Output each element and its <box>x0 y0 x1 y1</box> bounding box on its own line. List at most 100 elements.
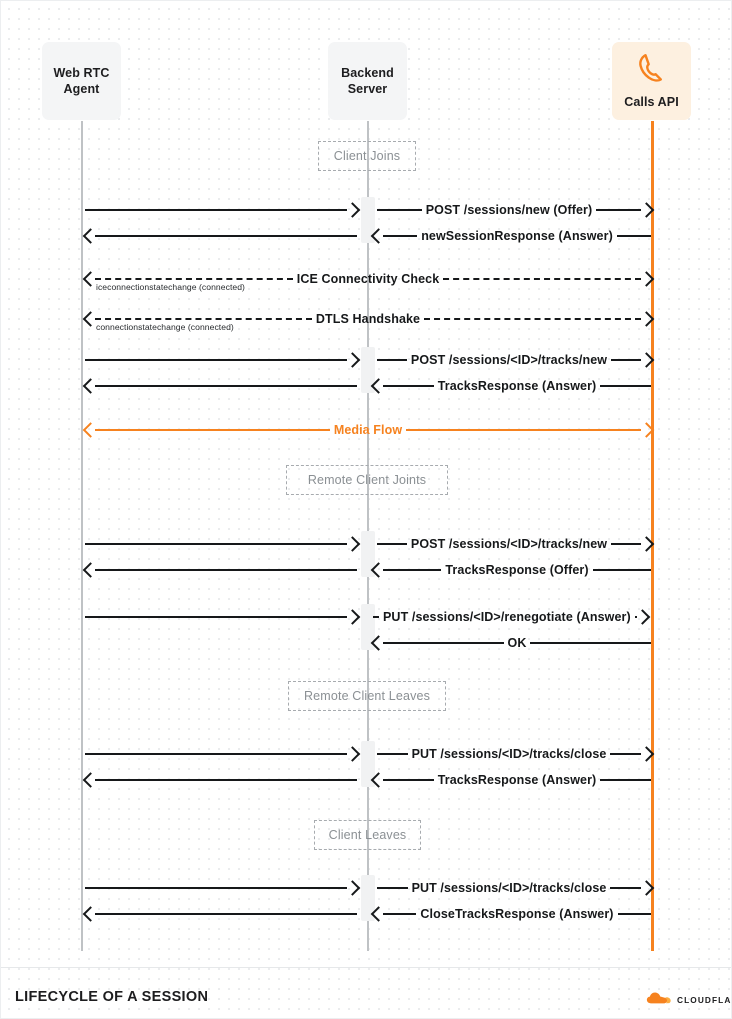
arrow-head-right-icon <box>641 749 651 759</box>
arrow-head-right-icon <box>641 539 651 549</box>
arrow-head-left-icon <box>85 274 95 284</box>
message-dtls-handshake: DTLS Handshake <box>85 309 651 329</box>
arrow-head-left-icon <box>85 231 95 241</box>
message-ok: OK <box>373 633 652 653</box>
message-ice-connectivity-check: ICE Connectivity Check <box>85 269 651 289</box>
message-post-sessions-new-offer-left <box>85 200 357 220</box>
page-title: LIFECYCLE OF A SESSION <box>15 989 209 1005</box>
note-remote-client-joints: Remote Client Joints <box>286 465 448 495</box>
arrow-head-left-icon <box>85 425 95 435</box>
arrow-head-right-icon <box>641 425 651 435</box>
actor-box-webrtc-agent[interactable]: Web RTC Agent <box>42 42 121 120</box>
message-line <box>592 569 652 571</box>
lifeline-calls-api <box>651 121 654 951</box>
message-label: ICE Connectivity Check <box>296 271 440 286</box>
phone-icon <box>634 52 670 88</box>
arrow-head-right-icon <box>641 355 651 365</box>
actor-box-backend-server[interactable]: Backend Server <box>328 42 407 120</box>
message-put-sessions-id-renegotiate-answer: PUT /sessions/<ID>/renegotiate (Answer) <box>373 607 651 627</box>
note-remote-client-joints-label: Remote Client Joints <box>307 473 427 487</box>
message-label: PUT /sessions/<ID>/renegotiate (Answer) <box>383 609 631 624</box>
message-line <box>383 779 434 781</box>
message-close-tracks-response-answer: CloseTracksResponse (Answer) <box>373 904 651 924</box>
activation-bar-backend-4 <box>361 604 375 650</box>
arrow-head-right-icon <box>641 314 651 324</box>
message-label: PUT /sessions/<ID>/tracks/close <box>411 880 607 895</box>
message-line <box>377 887 408 889</box>
arrow-head-right-icon <box>347 749 357 759</box>
message-line <box>85 209 347 211</box>
arrow-head-right-icon <box>347 883 357 893</box>
message-line <box>95 235 357 237</box>
message-line <box>95 913 357 915</box>
note-remote-client-leaves: Remote Client Leaves <box>288 681 446 711</box>
message-post-tracks-new-1-left <box>85 350 357 370</box>
message-line <box>443 278 642 280</box>
actor-label-backend-server: Backend Server <box>341 65 394 96</box>
message-line <box>617 913 651 915</box>
message-tracks-response-answer-2-left <box>85 770 357 790</box>
message-line <box>610 753 641 755</box>
message-label: newSessionResponse (Answer) <box>421 228 613 243</box>
activation-bar-backend-2 <box>361 347 375 393</box>
arrow-head-right-icon <box>641 205 651 215</box>
message-tracks-response-offer-left <box>85 560 357 580</box>
message-line <box>383 235 418 237</box>
message-line <box>383 385 434 387</box>
arrow-head-right-icon <box>347 205 357 215</box>
message-label: TracksResponse (Answer) <box>437 772 597 787</box>
message-tracks-response-answer-2: TracksResponse (Answer) <box>373 770 651 790</box>
message-line <box>611 543 641 545</box>
arrow-head-right-icon <box>347 539 357 549</box>
arrow-head-right-icon <box>347 612 357 622</box>
arrow-head-left-icon <box>373 909 383 919</box>
footer-divider <box>1 967 731 968</box>
message-put-sessions-id-tracks-close-1: PUT /sessions/<ID>/tracks/close <box>377 744 651 764</box>
message-line <box>373 616 379 618</box>
actor-box-calls-api[interactable]: Calls API <box>612 42 691 120</box>
message-new-session-response-left <box>85 226 357 246</box>
activation-bar-backend-3 <box>361 531 375 577</box>
message-line <box>616 235 652 237</box>
message-line <box>85 616 347 618</box>
arrow-head-left-icon <box>373 231 383 241</box>
message-label: TracksResponse (Answer) <box>437 378 597 393</box>
message-label: CloseTracksResponse (Answer) <box>420 906 614 921</box>
arrow-head-left-icon <box>85 775 95 785</box>
arrow-head-left-icon <box>85 565 95 575</box>
cloudflare-cloud-icon <box>646 991 672 1009</box>
message-media-flow: Media Flow <box>85 420 651 440</box>
note-client-leaves-label: Client Leaves <box>328 828 407 842</box>
message-line <box>95 429 330 431</box>
message-line <box>383 642 504 644</box>
message-label: POST /sessions/<ID>/tracks/new <box>410 536 608 551</box>
note-client-joins-label: Client Joins <box>333 149 401 163</box>
message-line <box>424 318 642 320</box>
message-put-tracks-close-2-left <box>85 878 357 898</box>
message-line <box>610 887 641 889</box>
arrow-head-left-icon <box>373 775 383 785</box>
message-line <box>611 359 641 361</box>
note-client-leaves: Client Leaves <box>314 820 421 850</box>
arrow-head-left-icon <box>373 381 383 391</box>
message-tracks-response-answer-1: TracksResponse (Answer) <box>373 376 651 396</box>
message-post-sessions-id-tracks-new-1: POST /sessions/<ID>/tracks/new <box>377 350 651 370</box>
message-line <box>85 887 347 889</box>
arrow-head-left-icon <box>373 565 383 575</box>
arrow-head-right-icon <box>641 274 651 284</box>
message-line <box>377 543 407 545</box>
message-line <box>530 642 652 644</box>
message-close-tracks-response-left <box>85 904 357 924</box>
message-label: DTLS Handshake <box>315 311 421 326</box>
message-line <box>377 753 408 755</box>
arrow-head-left-icon <box>373 638 383 648</box>
annotation-iceconnectionstatechange: iceconnectionstatechange (connected) <box>96 282 245 292</box>
message-label: POST /sessions/new (Offer) <box>425 202 593 217</box>
activation-bar-backend-1 <box>361 197 375 243</box>
activation-bar-backend-5 <box>361 741 375 787</box>
message-label: TracksResponse (Offer) <box>445 562 589 577</box>
message-label: POST /sessions/<ID>/tracks/new <box>410 352 608 367</box>
note-remote-client-leaves-label: Remote Client Leaves <box>304 689 430 703</box>
message-renegotiate-left <box>85 607 357 627</box>
